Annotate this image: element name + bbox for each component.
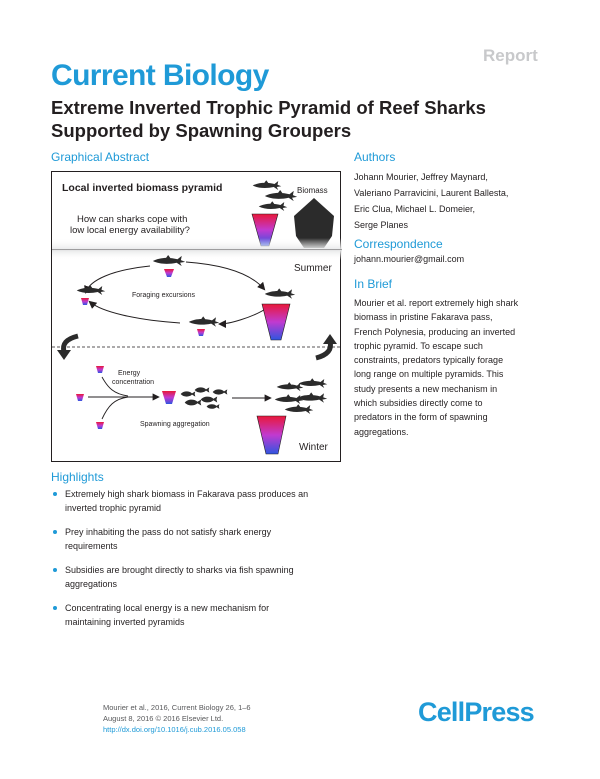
bullet-icon <box>53 568 57 572</box>
shark-icon <box>188 316 220 327</box>
divider-shade <box>52 238 342 250</box>
citation-line: Mourier et al., 2016, Current Biology 26… <box>103 703 251 712</box>
in-brief-line: trophic pyramid. To escape such <box>354 340 483 351</box>
bullet-icon <box>53 606 57 610</box>
highlight-line: inverted trophic pyramid <box>65 502 162 513</box>
inverted-pyramid-icon <box>256 415 287 455</box>
bullet-icon <box>53 492 57 496</box>
season-arrow-right-head <box>323 334 337 344</box>
bullet-icon <box>53 530 57 534</box>
migration-arrow <box>185 261 266 291</box>
shark-icon <box>298 378 328 388</box>
mini-pyramid-icon <box>164 269 174 277</box>
highlight-line: maintaining inverted pyramids <box>65 616 185 627</box>
journal-logo: Current Biology <box>51 59 269 92</box>
author-line: Serge Planes <box>354 220 409 230</box>
biomass-pyramid-icon <box>294 198 334 248</box>
season-arrow-right <box>315 341 333 361</box>
question-line-1: How can sharks cope with <box>77 214 187 225</box>
energy-label-line-1: Energy <box>118 370 141 377</box>
energy-label-line-2: concentration <box>112 379 154 386</box>
paper-title: Extreme Inverted Trophic Pyramid of Reef… <box>51 97 486 141</box>
graphical-abstract-heading: Graphical Abstract <box>51 150 150 164</box>
in-brief-line: which subsidies directly come to <box>354 398 483 409</box>
highlight-item: Prey inhabiting the pass do not satisfy … <box>51 526 351 553</box>
mini-pyramid-icon <box>197 329 205 336</box>
winter-label: Winter <box>299 442 329 453</box>
in-brief-line: biomass in pristine Fakarava pass, <box>354 312 493 323</box>
grouper-icon <box>180 391 196 397</box>
in-brief-line: long range on multiple pyramids. This <box>354 369 504 380</box>
in-brief-line: predators in the form of spawning <box>354 412 488 423</box>
author-line: Eric Clua, Michael L. Domeier, <box>354 204 476 214</box>
in-brief-heading: In Brief <box>354 277 393 291</box>
correspondence-heading: Correspondence <box>354 237 443 251</box>
migration-arrow <box>218 307 268 328</box>
small-pyramid-icon <box>162 391 176 404</box>
grouper-icon <box>212 389 228 395</box>
grouper-icon <box>194 387 210 393</box>
highlight-item: Extremely high shark biomass in Fakarava… <box>51 488 351 515</box>
report-label: Report <box>483 46 538 65</box>
highlight-line: Concentrating local energy is a new mech… <box>65 603 270 613</box>
in-brief-line: constraints, predators typically forage <box>354 355 504 366</box>
migration-arrow <box>88 300 181 324</box>
concentration-line <box>101 396 129 420</box>
in-brief-line: French Polynesia, producing an inverted <box>354 326 516 337</box>
graphical-abstract-svg: Local inverted biomass pyramid Biomass H… <box>52 180 342 455</box>
in-brief-line: study presents a new mechanism in <box>354 383 498 394</box>
highlight-item: Concentrating local energy is a new mech… <box>51 602 351 629</box>
shark-icon <box>284 404 314 414</box>
shark-icon <box>76 285 106 295</box>
highlight-line: aggregations <box>65 578 118 589</box>
author-line: Valeriano Parravicini, Laurent Ballesta, <box>354 188 509 198</box>
highlight-item: Subsidies are brought directly to sharks… <box>51 564 351 591</box>
correspondence-email[interactable]: johann.mourier@gmail.com <box>354 254 465 264</box>
spawning-label: Spawning aggregation <box>140 421 210 428</box>
date-line: August 8, 2016 © 2016 Elsevier Ltd. <box>103 714 224 723</box>
publisher-logo: CellPress <box>418 697 535 727</box>
authors-list: Johann Mourier, Jeffrey Maynard, Valeria… <box>354 169 554 233</box>
grouper-icon <box>200 396 218 403</box>
citation-footer: Mourier et al., 2016, Current Biology 26… <box>103 702 251 735</box>
highlights-heading: Highlights <box>51 470 104 484</box>
author-line: Johann Mourier, Jeffrey Maynard, <box>354 172 488 182</box>
migration-arrow <box>84 265 151 294</box>
shark-icon <box>258 201 288 211</box>
mini-pyramid-icon <box>76 394 84 401</box>
inverted-pyramid-icon <box>261 303 291 341</box>
highlight-line: Subsidies are brought directly to sharks… <box>65 565 294 575</box>
foraging-label: Foraging excursions <box>132 292 196 299</box>
concentration-line <box>101 376 129 397</box>
divider-shade <box>52 250 342 260</box>
shark-icon <box>264 288 296 299</box>
season-arrow-left-head <box>57 350 71 360</box>
doi-link[interactable]: http://dx.doi.org/10.1016/j.cub.2016.05.… <box>103 725 246 734</box>
shark-icon <box>274 394 304 404</box>
grouper-icon <box>206 404 220 409</box>
in-brief-text: Mourier et al. report extremely high sha… <box>354 296 556 439</box>
biomass-label: Biomass <box>297 186 328 195</box>
grouper-icon <box>184 399 202 406</box>
shark-icon <box>264 190 298 202</box>
shark-icon <box>252 180 282 190</box>
highlight-line: Prey inhabiting the pass do not satisfy … <box>65 527 272 537</box>
mini-pyramid-icon <box>96 366 104 373</box>
highlight-line: Extremely high shark biomass in Fakarava… <box>65 489 309 499</box>
graphical-abstract-figure: Local inverted biomass pyramid Biomass H… <box>51 171 342 462</box>
mini-pyramid-icon <box>96 422 104 429</box>
season-arrow-left <box>61 333 79 353</box>
in-brief-line: aggregations. <box>354 426 409 437</box>
shark-icon <box>296 392 328 403</box>
panel-title: Local inverted biomass pyramid <box>62 182 222 194</box>
in-brief-line: Mourier et al. report extremely high sha… <box>354 298 519 308</box>
summer-label: Summer <box>294 263 332 274</box>
mini-pyramid-icon <box>81 298 89 305</box>
highlights-list: Extremely high shark biomass in Fakarava… <box>51 488 351 640</box>
highlight-line: requirements <box>65 540 118 551</box>
question-line-2: low local energy availability? <box>70 225 190 236</box>
authors-heading: Authors <box>354 150 396 164</box>
